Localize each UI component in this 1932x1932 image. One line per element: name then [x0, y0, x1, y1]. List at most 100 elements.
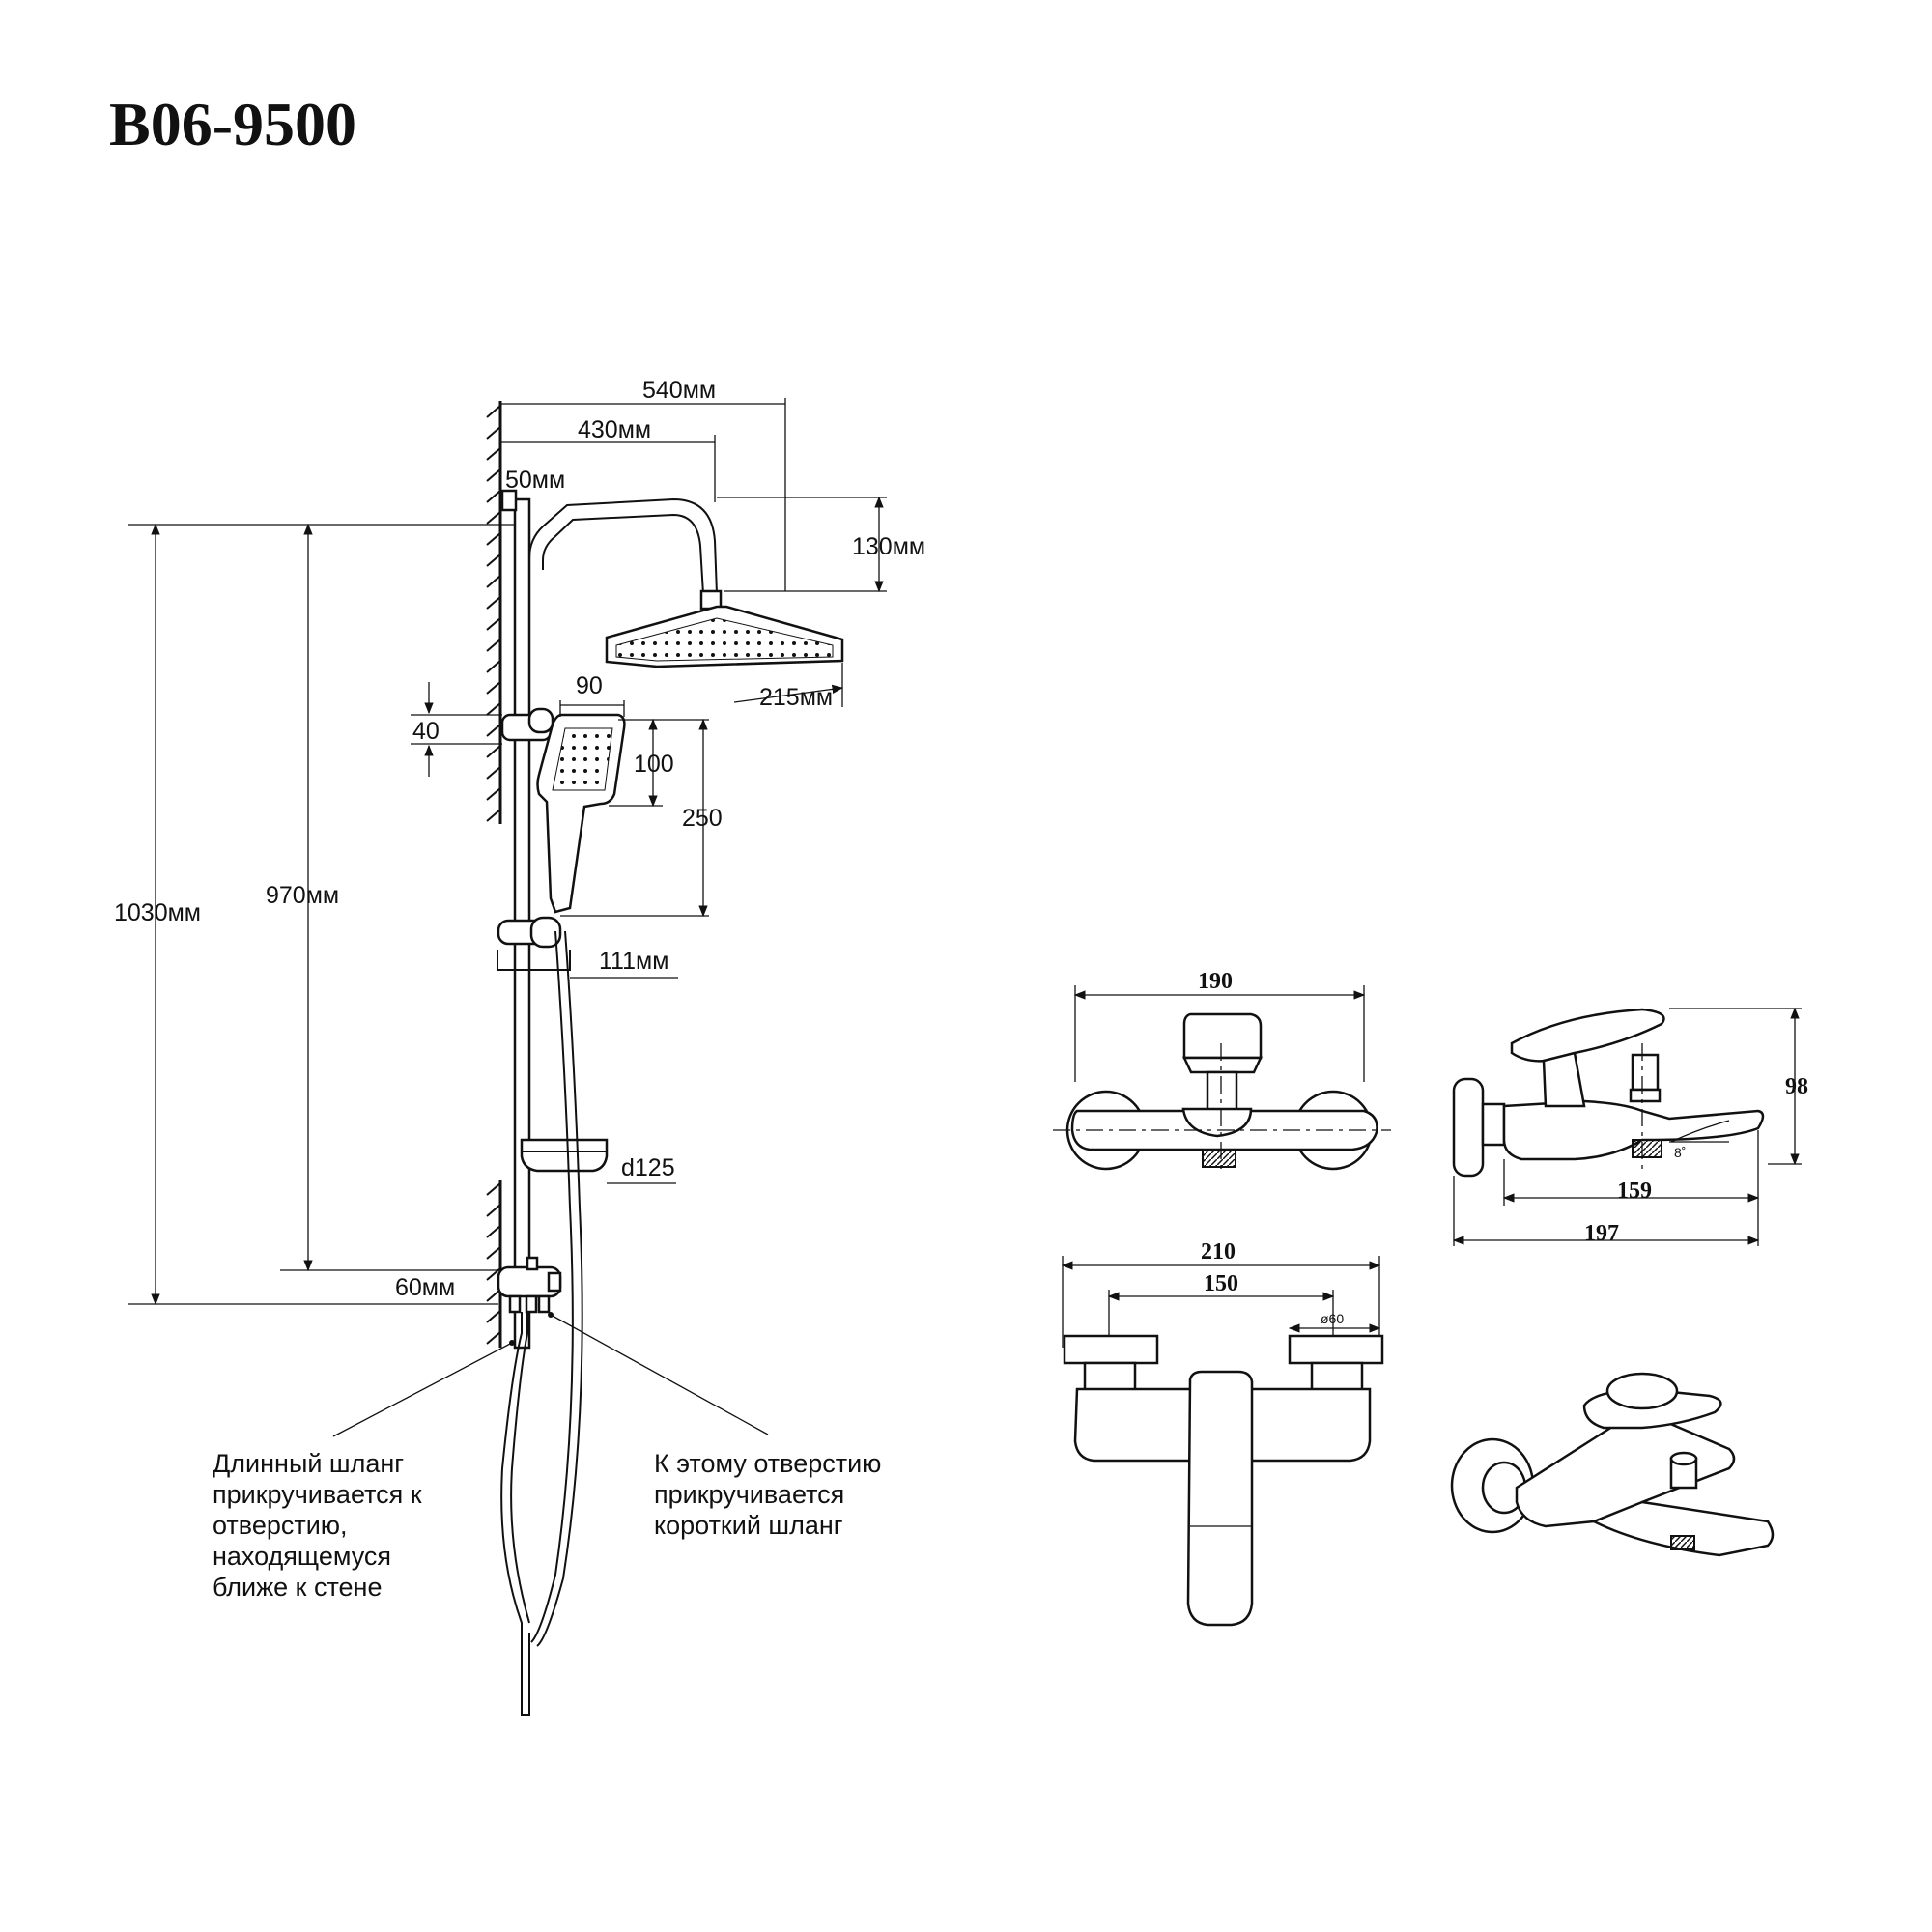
wall-hatch-tick	[486, 596, 501, 610]
wall-hatch-tick	[486, 809, 501, 822]
long-hose-outer	[500, 1312, 530, 1716]
leader-short-hose	[550, 1314, 769, 1435]
leader-dot-short-hose	[548, 1312, 554, 1318]
wall-hatch-tick	[486, 1204, 501, 1217]
wall-hatch-tick	[486, 511, 501, 525]
rail-elbow-inner	[542, 513, 704, 595]
top-right-nut	[1310, 1361, 1364, 1392]
wall-hatch-tick	[486, 405, 501, 418]
outlet-thread-front	[1202, 1149, 1236, 1168]
wall-hatch-tick	[486, 681, 501, 695]
model-title: B06-9500	[109, 90, 356, 158]
mixer-lever-front	[1182, 1012, 1263, 1060]
diverter-button-side	[1631, 1053, 1660, 1092]
hand-shower-nozzles	[552, 727, 613, 791]
dim-970: 970мм	[266, 882, 339, 909]
dim-130: 130мм	[852, 533, 925, 560]
dim-190: 190	[1198, 969, 1233, 994]
side-wall-flange	[1452, 1077, 1485, 1178]
lever-stem-front	[1206, 1070, 1238, 1113]
dim-197: 197	[1584, 1221, 1619, 1246]
outlet-far	[525, 1294, 538, 1314]
note-long-hose: Длинный шланг прикручивается к отверстию…	[213, 1449, 422, 1602]
dim-150: 150	[1204, 1271, 1238, 1296]
dim-8deg: 8˚	[1674, 1145, 1686, 1160]
mixer-side-view: 8˚ 98 159 197	[1452, 1007, 1808, 1246]
short-hose-outer	[530, 930, 574, 1643]
wall-hatch-tick	[486, 1182, 501, 1196]
outlet-thread-side	[1632, 1139, 1662, 1158]
soap-dish	[520, 1138, 609, 1173]
lever-neck-side	[1542, 1051, 1586, 1108]
mixer-front-view: 190	[1053, 969, 1391, 1174]
wall-hatch-tick	[486, 1289, 501, 1302]
wall-hatch-tick	[486, 724, 501, 737]
dim-159: 159	[1617, 1179, 1652, 1204]
rail-elbow-outer	[528, 497, 718, 595]
dim-50: 50мм	[505, 467, 565, 494]
note-short-hose-line: прикручивается	[654, 1480, 844, 1509]
wall-hatch-tick	[486, 639, 501, 652]
dim-40: 40	[412, 718, 440, 745]
wall-hatch-tick	[486, 447, 501, 461]
diverter-knob-top	[526, 1256, 539, 1271]
wall-hatch-tick	[486, 490, 501, 503]
wall-hatch-tick	[486, 575, 501, 588]
wall-hatch-tick	[486, 766, 501, 780]
iso-spout	[1590, 1500, 1775, 1557]
dim-100: 100	[634, 751, 674, 778]
holder-knob-upper	[527, 707, 554, 734]
wall-hatch-tick	[486, 1331, 501, 1345]
holder-bracket	[497, 950, 571, 971]
note-long-hose-line: отверстию,	[213, 1511, 348, 1540]
wall-hatch-tick	[486, 1246, 501, 1260]
top-left-nut	[1083, 1361, 1137, 1392]
diverter-knob-side	[547, 1271, 562, 1293]
wall-hatch-tick	[486, 1225, 501, 1238]
note-short-hose: К этому отверстию прикручивается коротки…	[654, 1449, 881, 1540]
wall-hatch-tick	[486, 787, 501, 801]
spout-front	[1181, 1107, 1253, 1138]
wall-hatch-tick	[486, 745, 501, 758]
shower-system-drawing: 540мм 430мм 50мм 130мм 215мм 90 40 100 2…	[114, 377, 925, 1716]
wall-hatch-tick	[486, 532, 501, 546]
dim-540: 540мм	[642, 377, 716, 404]
mixer-3d-view	[1450, 1372, 1775, 1557]
dim-line-215	[733, 684, 844, 703]
wall-hatch-upper	[486, 405, 501, 822]
dim-210: 210	[1201, 1239, 1236, 1264]
note-long-hose-line: ближе к стене	[213, 1573, 383, 1602]
note-short-hose-line: короткий шланг	[654, 1511, 843, 1540]
wall-hatch-tick	[486, 469, 501, 482]
top-wall-bracket	[500, 489, 518, 512]
dim-90: 90	[576, 672, 603, 699]
wall-hatch-lower	[486, 1182, 501, 1345]
dim-215: 215мм	[759, 684, 833, 711]
holder-knob-lower	[529, 916, 562, 949]
mixer-lever-side	[1510, 1008, 1665, 1063]
dim-111: 111мм	[599, 948, 668, 975]
dim-250: 250	[682, 805, 723, 832]
side-wall-nut	[1481, 1102, 1506, 1147]
top-right-flange	[1288, 1334, 1384, 1365]
top-left-flange	[1063, 1334, 1159, 1365]
note-short-hose-line: К этому отверстию	[654, 1449, 881, 1478]
note-long-hose-line: Длинный шланг	[213, 1449, 404, 1478]
wall-hatch-tick	[486, 702, 501, 716]
iso-diverter-cap	[1669, 1451, 1698, 1466]
wall-hatch-tick	[486, 1310, 501, 1323]
dim-60: 60мм	[395, 1274, 455, 1301]
mixer-top-view: 210 150 ø60	[1061, 1239, 1384, 1627]
wall-hatch-tick	[486, 617, 501, 631]
rain-head-nozzles	[615, 617, 834, 662]
outlet-extra	[537, 1294, 551, 1314]
wall-hatch-tick	[486, 660, 501, 673]
dim-430: 430мм	[578, 416, 651, 443]
diverter-cap-side	[1629, 1088, 1662, 1103]
long-hose-inner	[510, 1312, 530, 1624]
note-long-hose-line: прикручивается к	[213, 1480, 422, 1509]
dim-1030: 1030мм	[114, 899, 201, 926]
note-long-hose-line: находящемуся	[213, 1542, 391, 1571]
spout-top	[1186, 1370, 1254, 1627]
